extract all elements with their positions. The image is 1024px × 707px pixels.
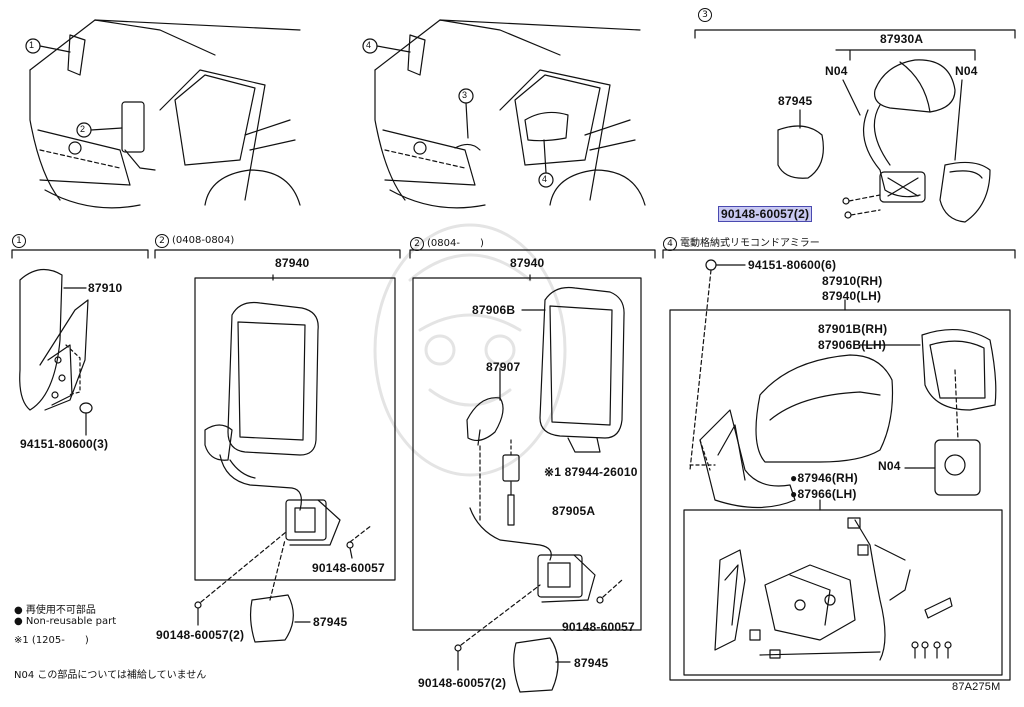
section-2b-bracket <box>409 249 656 259</box>
part-87907: 87907 <box>486 360 521 374</box>
part-90148-60057-b: 90148-60057 <box>562 620 635 634</box>
van-illustration-right <box>374 19 646 209</box>
section-1-drawing <box>19 269 93 436</box>
section-3-drawing <box>777 49 991 223</box>
part-87901B-rh: 87901B(RH) <box>818 322 888 336</box>
section-4-bracket <box>662 249 1016 259</box>
part-n04-center: N04 <box>878 459 901 473</box>
legend-non-reusable-jp: ● 再使用不可部品 <box>14 605 96 616</box>
part-87944-26010: ※1 87944-26010 <box>544 465 638 479</box>
callout-4b-label: 4 <box>542 174 548 184</box>
part-90148-60057-a: 90148-60057 <box>312 561 385 575</box>
callout-3-label: 3 <box>462 90 468 100</box>
callout-2-label: 2 <box>80 124 86 134</box>
part-87905A: 87905A <box>552 504 596 518</box>
part-90148-60057-2-b: 90148-60057(2) <box>418 676 507 690</box>
section-4-drawing <box>669 259 1011 681</box>
part-87906B: 87906B <box>472 303 516 317</box>
callout-1-label: 1 <box>29 40 35 50</box>
part-87910: 87910 <box>88 281 123 295</box>
part-87940-b: 87940 <box>510 256 545 270</box>
part-90148-60057-2-a: 90148-60057(2) <box>156 628 245 642</box>
section-4-box <box>669 309 1011 681</box>
part-87906B-lh: 87906B(LH) <box>818 338 887 352</box>
part-87945-b: 87945 <box>574 656 609 670</box>
part-87940-lh: 87940(LH) <box>822 289 882 303</box>
section-3-frame <box>694 29 1016 39</box>
part-94151-80600-6: 94151-80600(6) <box>748 258 837 272</box>
van-illustration-left <box>29 19 301 209</box>
part-94151-80600-3: 94151-80600(3) <box>20 437 109 451</box>
part-n04-right: N04 <box>955 64 978 78</box>
part-87910-rh: 87910(RH) <box>822 274 883 288</box>
part-87945-a: 87945 <box>313 615 348 629</box>
part-87945-top: 87945 <box>778 94 813 108</box>
legend-non-reusable-en: ● Non-reusable part <box>14 616 117 627</box>
part-90148-60057-2-highlighted[interactable]: 90148-60057(2) <box>718 206 813 222</box>
section-1-bracket <box>11 249 149 259</box>
legend-note-1: ※1 (1205- ) <box>14 635 89 646</box>
section-1-header: 1 <box>12 234 29 248</box>
part-87940-a: 87940 <box>275 256 310 270</box>
part-87966-lh: ●87966(LH) <box>790 487 857 501</box>
part-87930A: 87930A <box>880 32 924 46</box>
legend-n04-note: N04 この部品については補給していません <box>14 670 207 681</box>
part-87946-rh: ●87946(RH) <box>790 471 858 485</box>
section-2a-header: 2(0408-0804) <box>155 234 234 248</box>
section-2a-bracket <box>154 249 401 259</box>
figure-code: 87A275M <box>952 681 1001 693</box>
section-2a-box <box>194 277 396 581</box>
section-3-header: 3 <box>698 8 715 22</box>
callout-4a-label: 4 <box>366 40 372 50</box>
section-2b-box <box>412 277 642 631</box>
section-4-inner-box <box>683 509 1003 676</box>
part-n04-left: N04 <box>825 64 848 78</box>
watermark-emblem <box>373 223 567 477</box>
section-2a-drawing <box>194 274 373 643</box>
section-2b-header: 2(0804- ) <box>410 234 484 251</box>
section-2b-drawing <box>454 274 625 693</box>
